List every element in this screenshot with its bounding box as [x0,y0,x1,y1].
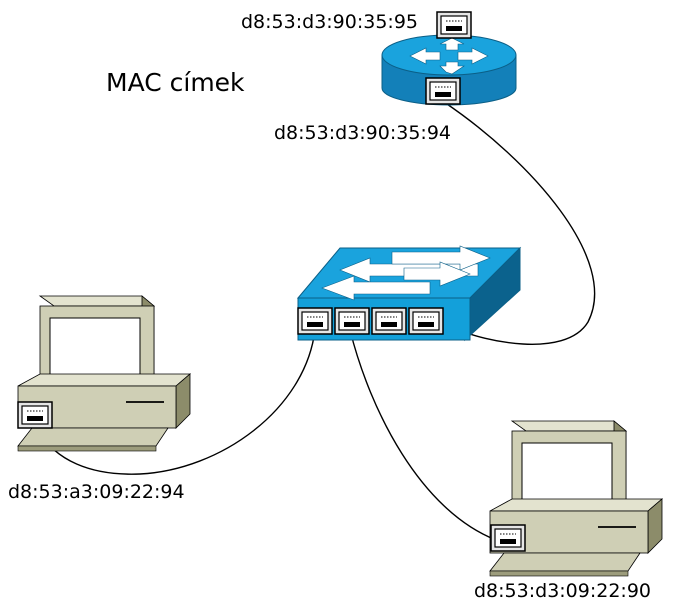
computer-icon [17,295,191,452]
network-port-icon [490,524,526,552]
cables [37,101,596,541]
router-icon [381,11,517,106]
network-port-icon [371,307,407,335]
cable-switch-right-pc [349,329,497,541]
diagram-title: MAC címek [106,68,245,97]
left-pc-mac-label: d8:53:a3:09:22:94 [8,481,185,503]
network-port-icon [297,307,333,335]
network-port-icon [334,307,370,335]
network-port-icon [17,401,53,429]
network-port-icon [425,77,461,105]
network-port-icon [408,307,444,335]
network-port-icon [436,11,472,39]
switch-icon [296,245,522,342]
computer-icon [489,420,663,577]
cable-router-switch [443,101,596,345]
router-mac-top-label: d8:53:d3:90:35:95 [241,11,419,33]
router-mac-bottom-label: d8:53:d3:90:35:94 [274,122,452,144]
right-pc-mac-label: d8:53:d3:09:22:90 [474,580,652,602]
cable-switch-left-pc [37,329,316,475]
